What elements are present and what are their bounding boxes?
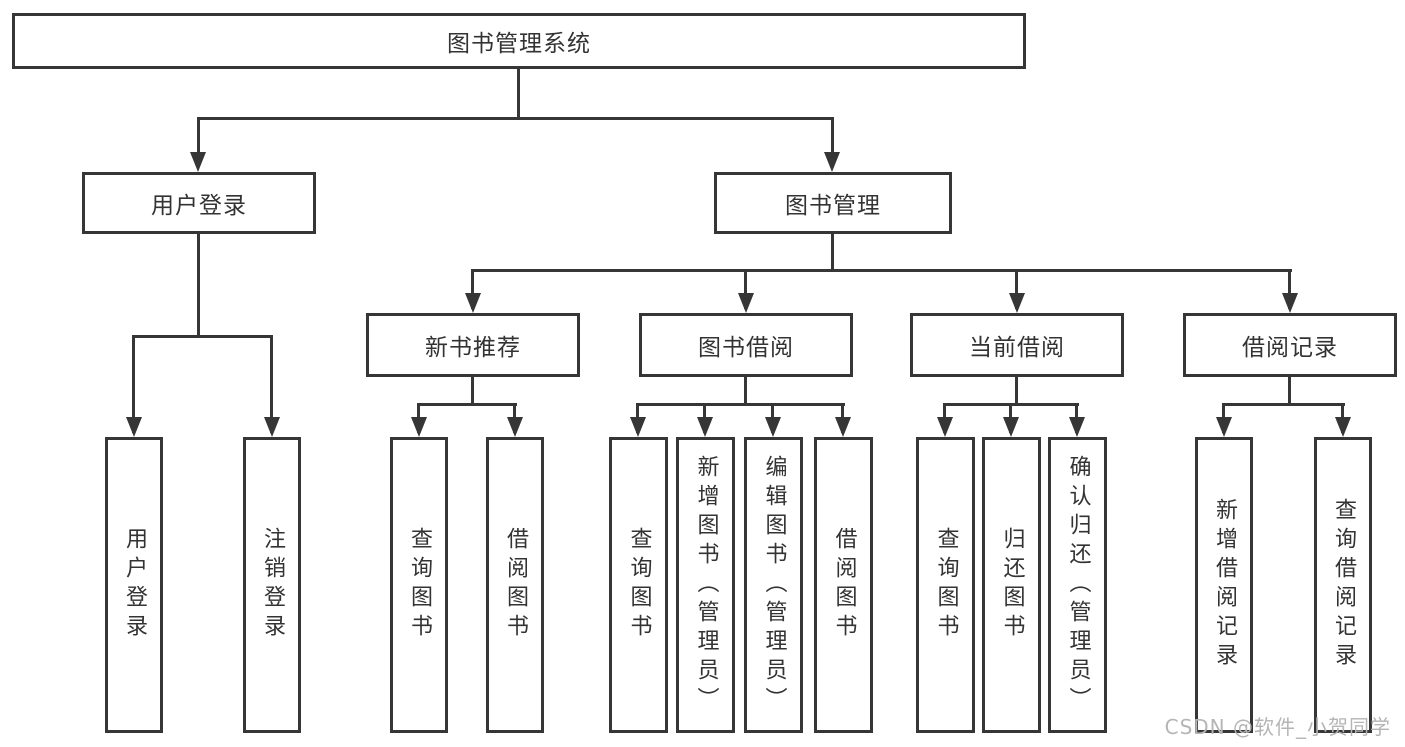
leaf-borrow-book-label: 借阅图书: [831, 527, 857, 643]
leaf-user-login: 用户登录: [105, 437, 163, 733]
node-book-borrow: 图书借阅: [639, 313, 853, 377]
connector-vline: [831, 117, 834, 167]
leaf-borrow-query-book-label: 查询图书: [626, 527, 652, 643]
node-root: 图书管理系统: [12, 13, 1026, 69]
node-new-book-recommend-label: 新书推荐: [425, 335, 521, 361]
connector-vline: [197, 233, 200, 337]
connector-hline: [417, 403, 517, 406]
leaf-add-book-admin-label: 新增图书（管理员）: [693, 454, 719, 716]
node-current-borrow-label: 当前借阅: [969, 335, 1065, 361]
connector-vline: [744, 269, 747, 309]
arrow-down-icon: [465, 293, 481, 313]
connector-vline: [471, 377, 474, 405]
leaf-current-query-book-label: 查询图书: [933, 527, 959, 643]
arrow-down-icon: [697, 417, 713, 437]
leaf-recommend-borrow-book-label: 借阅图书: [503, 527, 528, 643]
leaf-add-book-admin: 新增图书（管理员）: [676, 437, 735, 733]
node-borrow-record-label: 借阅记录: [1242, 335, 1338, 361]
node-root-label: 图书管理系统: [447, 31, 591, 57]
connector-hline: [1222, 403, 1345, 406]
leaf-recommend-borrow-book: 借阅图书: [486, 437, 544, 733]
arrow-down-icon: [507, 417, 523, 437]
leaf-edit-book-admin-label: 编辑图书（管理员）: [761, 454, 787, 716]
arrow-down-icon: [411, 417, 427, 437]
leaf-query-borrow-record-label: 查询借阅记录: [1331, 498, 1356, 672]
arrow-down-icon: [1335, 417, 1351, 437]
connector-vline: [831, 233, 834, 271]
node-user-login-label: 用户登录: [151, 193, 247, 219]
leaf-confirm-return-admin: 确认归还（管理员）: [1048, 437, 1107, 733]
connector-hline: [197, 117, 834, 120]
arrow-down-icon: [835, 417, 851, 437]
csdn-watermark: CSDN @软件_小贺同学: [1164, 715, 1391, 739]
arrow-down-icon: [1009, 293, 1025, 313]
connector-vline: [132, 335, 135, 433]
arrow-down-icon: [765, 417, 781, 437]
node-new-book-recommend: 新书推荐: [366, 313, 580, 377]
arrow-down-icon: [738, 293, 754, 313]
connector-vline: [744, 377, 747, 405]
node-book-management: 图书管理: [714, 172, 952, 234]
arrow-down-icon: [1003, 417, 1019, 437]
node-book-borrow-label: 图书借阅: [698, 335, 794, 361]
arrow-down-icon: [937, 417, 953, 437]
connector-vline: [1015, 377, 1018, 405]
node-book-management-label: 图书管理: [785, 193, 881, 219]
node-user-login: 用户登录: [82, 172, 316, 234]
connector-vline: [197, 117, 200, 167]
leaf-recommend-query-book: 查询图书: [390, 437, 448, 733]
leaf-recommend-query-book-label: 查询图书: [407, 527, 432, 643]
leaf-logout: 注销登录: [243, 437, 301, 733]
leaf-return-book-label: 归还图书: [999, 527, 1025, 643]
arrow-down-icon: [824, 152, 840, 172]
arrow-down-icon: [1069, 417, 1085, 437]
connector-vline: [1288, 377, 1291, 405]
leaf-query-borrow-record: 查询借阅记录: [1314, 437, 1372, 733]
leaf-add-borrow-record: 新增借阅记录: [1195, 437, 1253, 733]
leaf-return-book: 归还图书: [982, 437, 1041, 733]
leaf-current-query-book: 查询图书: [916, 437, 975, 733]
leaf-user-login-label: 用户登录: [122, 527, 147, 643]
connector-vline: [517, 68, 520, 118]
arrow-down-icon: [630, 417, 646, 437]
connector-hline: [471, 269, 1292, 272]
leaf-borrow-book: 借阅图书: [814, 437, 873, 733]
leaf-borrow-query-book: 查询图书: [609, 437, 668, 733]
leaf-edit-book-admin: 编辑图书（管理员）: [744, 437, 803, 733]
arrow-down-icon: [264, 417, 280, 437]
node-current-borrow: 当前借阅: [910, 313, 1124, 377]
connector-hline: [132, 335, 273, 338]
arrow-down-icon: [190, 152, 206, 172]
connector-vline: [270, 335, 273, 433]
leaf-confirm-return-admin-label: 确认归还（管理员）: [1065, 454, 1091, 716]
connector-vline: [1015, 269, 1018, 309]
arrow-down-icon: [126, 417, 142, 437]
arrow-down-icon: [1216, 417, 1232, 437]
connector-vline: [1288, 269, 1291, 309]
arrow-down-icon: [1282, 293, 1298, 313]
leaf-add-borrow-record-label: 新增借阅记录: [1212, 498, 1237, 672]
connector-hline: [636, 403, 845, 406]
connector-vline: [471, 269, 474, 309]
node-borrow-record: 借阅记录: [1183, 313, 1397, 377]
leaf-logout-label: 注销登录: [260, 527, 285, 643]
